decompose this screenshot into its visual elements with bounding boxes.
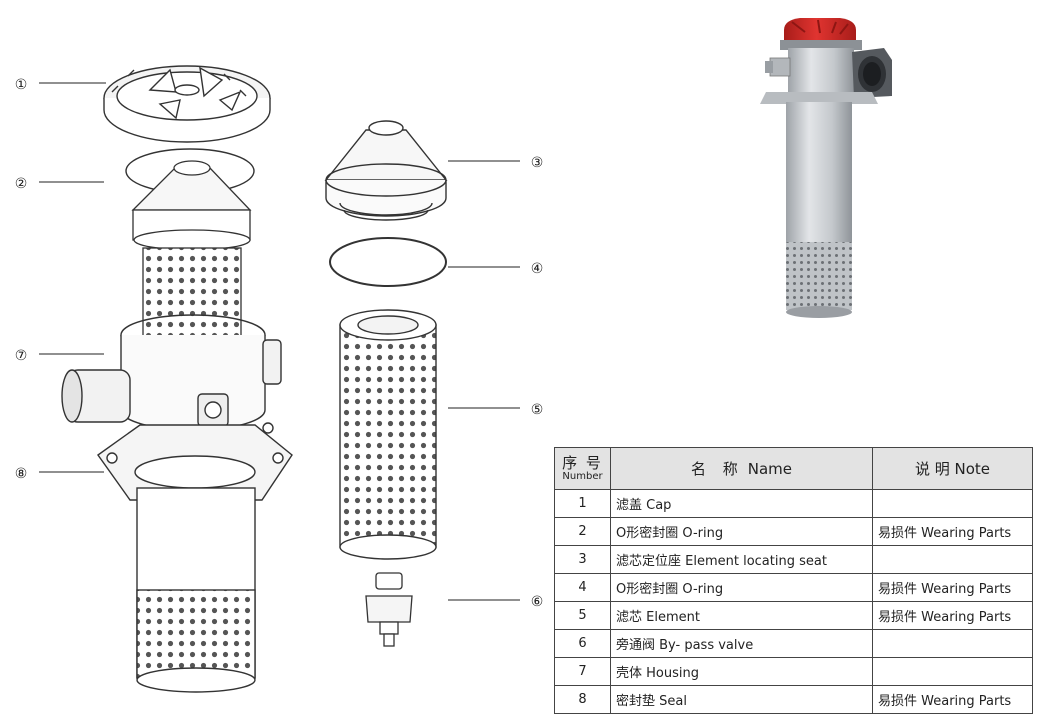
table-row: 2 O形密封圈 O-ring 易损件 Wearing Parts (554, 517, 1033, 546)
part-cap (103, 65, 271, 143)
callout-8: ⑧ (15, 466, 28, 482)
header-note: 说 明 Note (872, 447, 1033, 490)
row-note: 易损件 Wearing Parts (872, 573, 1033, 602)
callout-6: ⑥ (531, 594, 544, 610)
row-number: 2 (554, 517, 611, 546)
row-note (872, 545, 1033, 574)
table-row: 1 滤盖 Cap (554, 489, 1033, 518)
part-o-ring-4 (329, 237, 447, 287)
table-row: 7 壳体 Housing (554, 657, 1033, 686)
row-note: 易损件 Wearing Parts (872, 685, 1033, 714)
header-number: 序 号 Number (554, 447, 611, 490)
row-number: 7 (554, 657, 611, 686)
callout-leaders (39, 82, 520, 601)
row-name: O形密封圈 O-ring (610, 573, 873, 602)
part-element (339, 309, 437, 560)
part-bypass-valve (365, 572, 413, 647)
part-lower-tube (136, 487, 256, 693)
row-note (872, 489, 1033, 518)
row-name: 滤芯 Element (610, 601, 873, 630)
table-row: 6 旁通阀 By- pass valve (554, 629, 1033, 658)
row-name: 旁通阀 By- pass valve (610, 629, 873, 658)
callout-4: ④ (531, 261, 544, 277)
row-number: 6 (554, 629, 611, 658)
row-note: 易损件 Wearing Parts (872, 517, 1033, 546)
callout-2: ② (15, 176, 28, 192)
callout-7: ⑦ (15, 348, 28, 364)
row-number: 4 (554, 573, 611, 602)
product-photo (760, 18, 892, 318)
table-row: 4 O形密封圈 O-ring 易损件 Wearing Parts (554, 573, 1033, 602)
header-name-en: Name (747, 460, 793, 478)
row-name: 滤芯定位座 Element locating seat (610, 545, 873, 574)
callout-5: ⑤ (531, 402, 544, 418)
row-number: 8 (554, 685, 611, 714)
row-name: 密封垫 Seal (610, 685, 873, 714)
header-name-cn: 名 称 (690, 460, 744, 478)
part-element-locating-seat (324, 120, 448, 221)
table-row: 3 滤芯定位座 Element locating seat (554, 545, 1033, 574)
table-row: 5 滤芯 Element 易损件 Wearing Parts (554, 601, 1033, 630)
row-name: 滤盖 Cap (610, 489, 873, 518)
row-name: 壳体 Housing (610, 657, 873, 686)
header-number-cn: 序 号 (562, 453, 603, 472)
row-note (872, 657, 1033, 686)
callout-3: ③ (531, 155, 544, 171)
part-seat-assembled (131, 160, 252, 251)
row-number: 5 (554, 601, 611, 630)
row-name: O形密封圈 O-ring (610, 517, 873, 546)
row-note: 易损件 Wearing Parts (872, 601, 1033, 630)
row-note (872, 629, 1033, 658)
row-number: 3 (554, 545, 611, 574)
table-row: 8 密封垫 Seal 易损件 Wearing Parts (554, 685, 1033, 714)
callout-1: ① (15, 77, 28, 93)
header-number-en: Number (562, 470, 603, 482)
part-housing (61, 314, 293, 501)
row-number: 1 (554, 489, 611, 518)
